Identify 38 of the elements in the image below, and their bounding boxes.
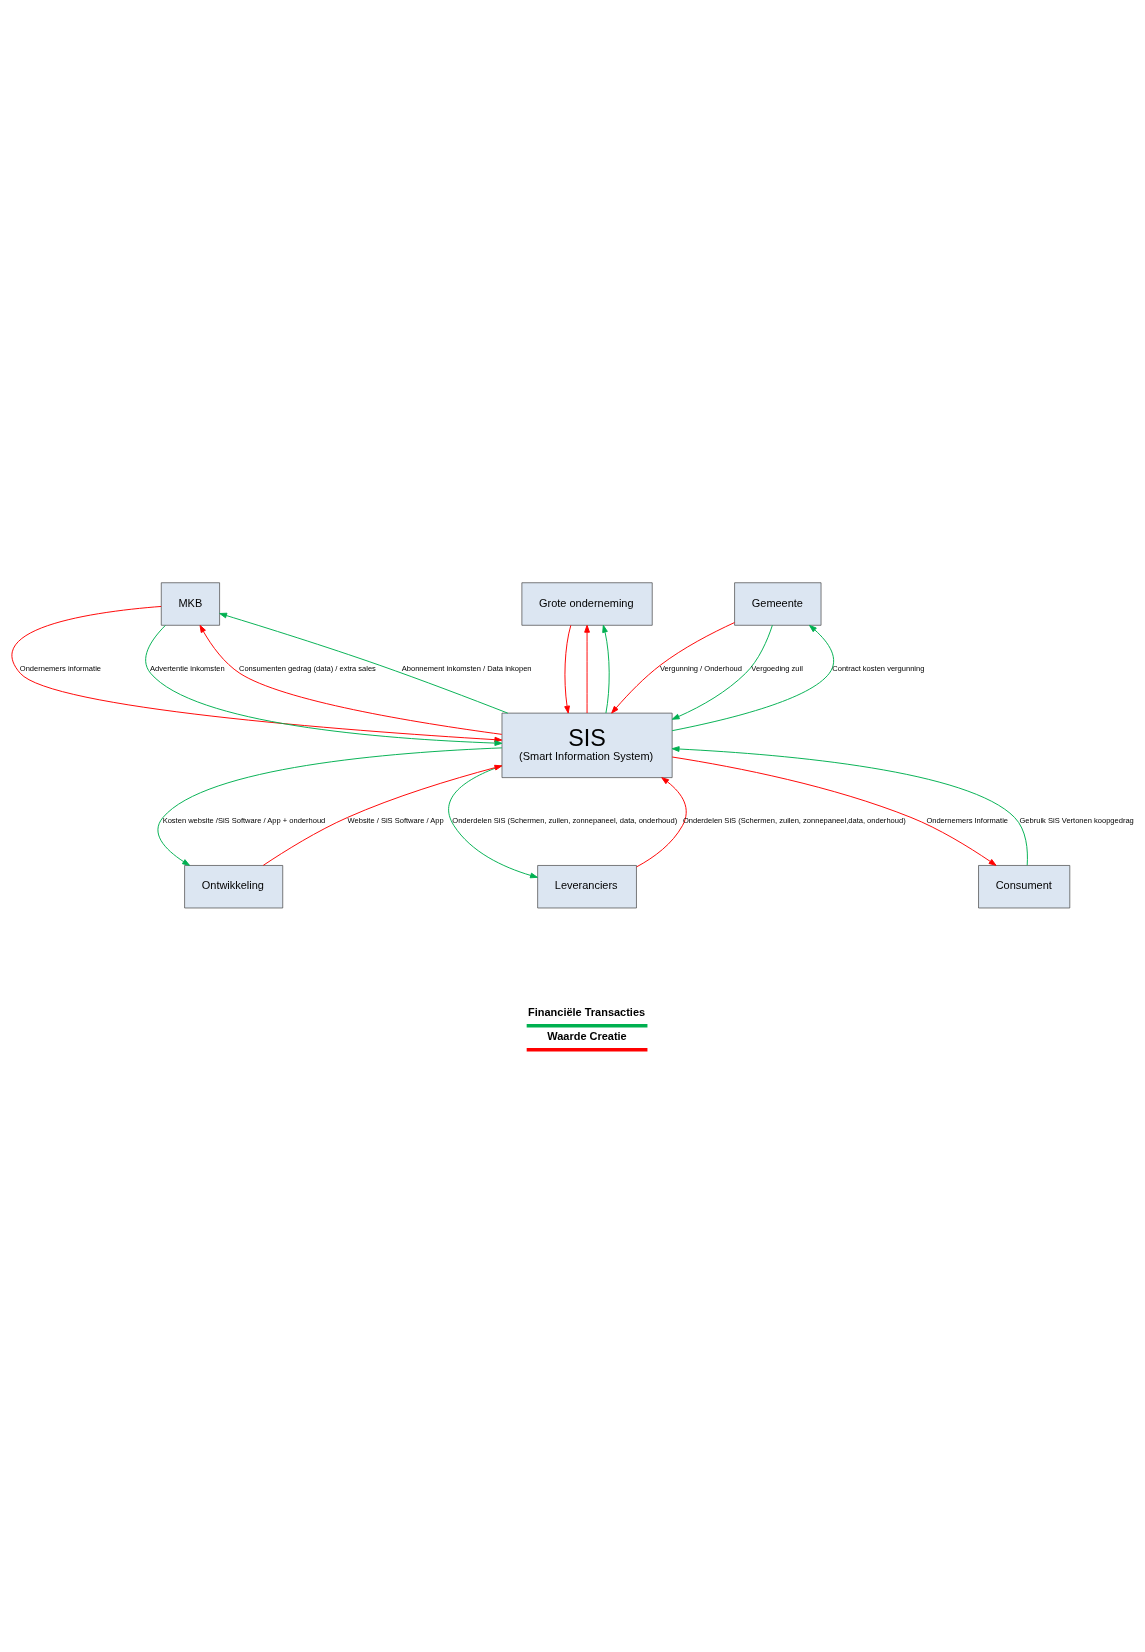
arrow [602,624,610,714]
edge-label: Onderdelen SiS (Schermen, zuilen, zonnepaneel,data, onderhoud) [682,816,906,826]
node-box: SIS (Smart Information System) [501,712,673,778]
node-box: Leveranciers [537,865,637,909]
arrow [11,605,503,743]
edge-label: Ondernemers Informatie [926,816,1009,826]
edge-label: Onderdelen SiS (Schermen, zuilen, zonnepaneel, data, onderhoud) [452,816,678,826]
arrow [671,624,773,720]
arrow [219,612,509,714]
arrow [145,625,503,746]
arrow [157,747,503,866]
edge-label: Contract kosten vergunning [832,664,925,674]
node-box: Gemeente [734,582,822,626]
arrow [611,622,735,714]
arrow [671,746,1028,866]
edge-label: Ondernemers informatie [19,664,102,674]
node-box: Ontwikkeling [184,865,284,909]
edge-label: Kosten website /SiS Software / App + onderhoud [162,816,326,826]
arrow [262,764,503,866]
arrow [584,624,590,714]
arrow [199,624,503,735]
arrow [636,777,687,868]
edge-label: Gebruik SiS Vertonen koopgedrag [1019,816,1134,826]
arrow [448,765,538,879]
arrow [564,624,572,714]
legend-label: Waarde Creatie [547,1029,627,1042]
edge-label: Consumenten gedrag (data) / extra sales [238,664,376,674]
node-box: Grote onderneming [521,582,653,626]
edge-label: Abonnement inkomsten / Data inkopen [401,664,532,674]
edge-label: Website / SiS Software / App [347,816,444,826]
node-box: MKB [160,582,220,626]
arrow [671,624,835,732]
arrow [671,756,997,866]
edge-label: Vergunning / Onderhoud [659,664,743,674]
node-box: Consument [978,865,1071,909]
edge-label: Vergoeding zuil [751,664,803,674]
legend-label: Financiële Transacties [528,1005,646,1018]
edge-label: Advertentie inkomsten [150,664,225,674]
